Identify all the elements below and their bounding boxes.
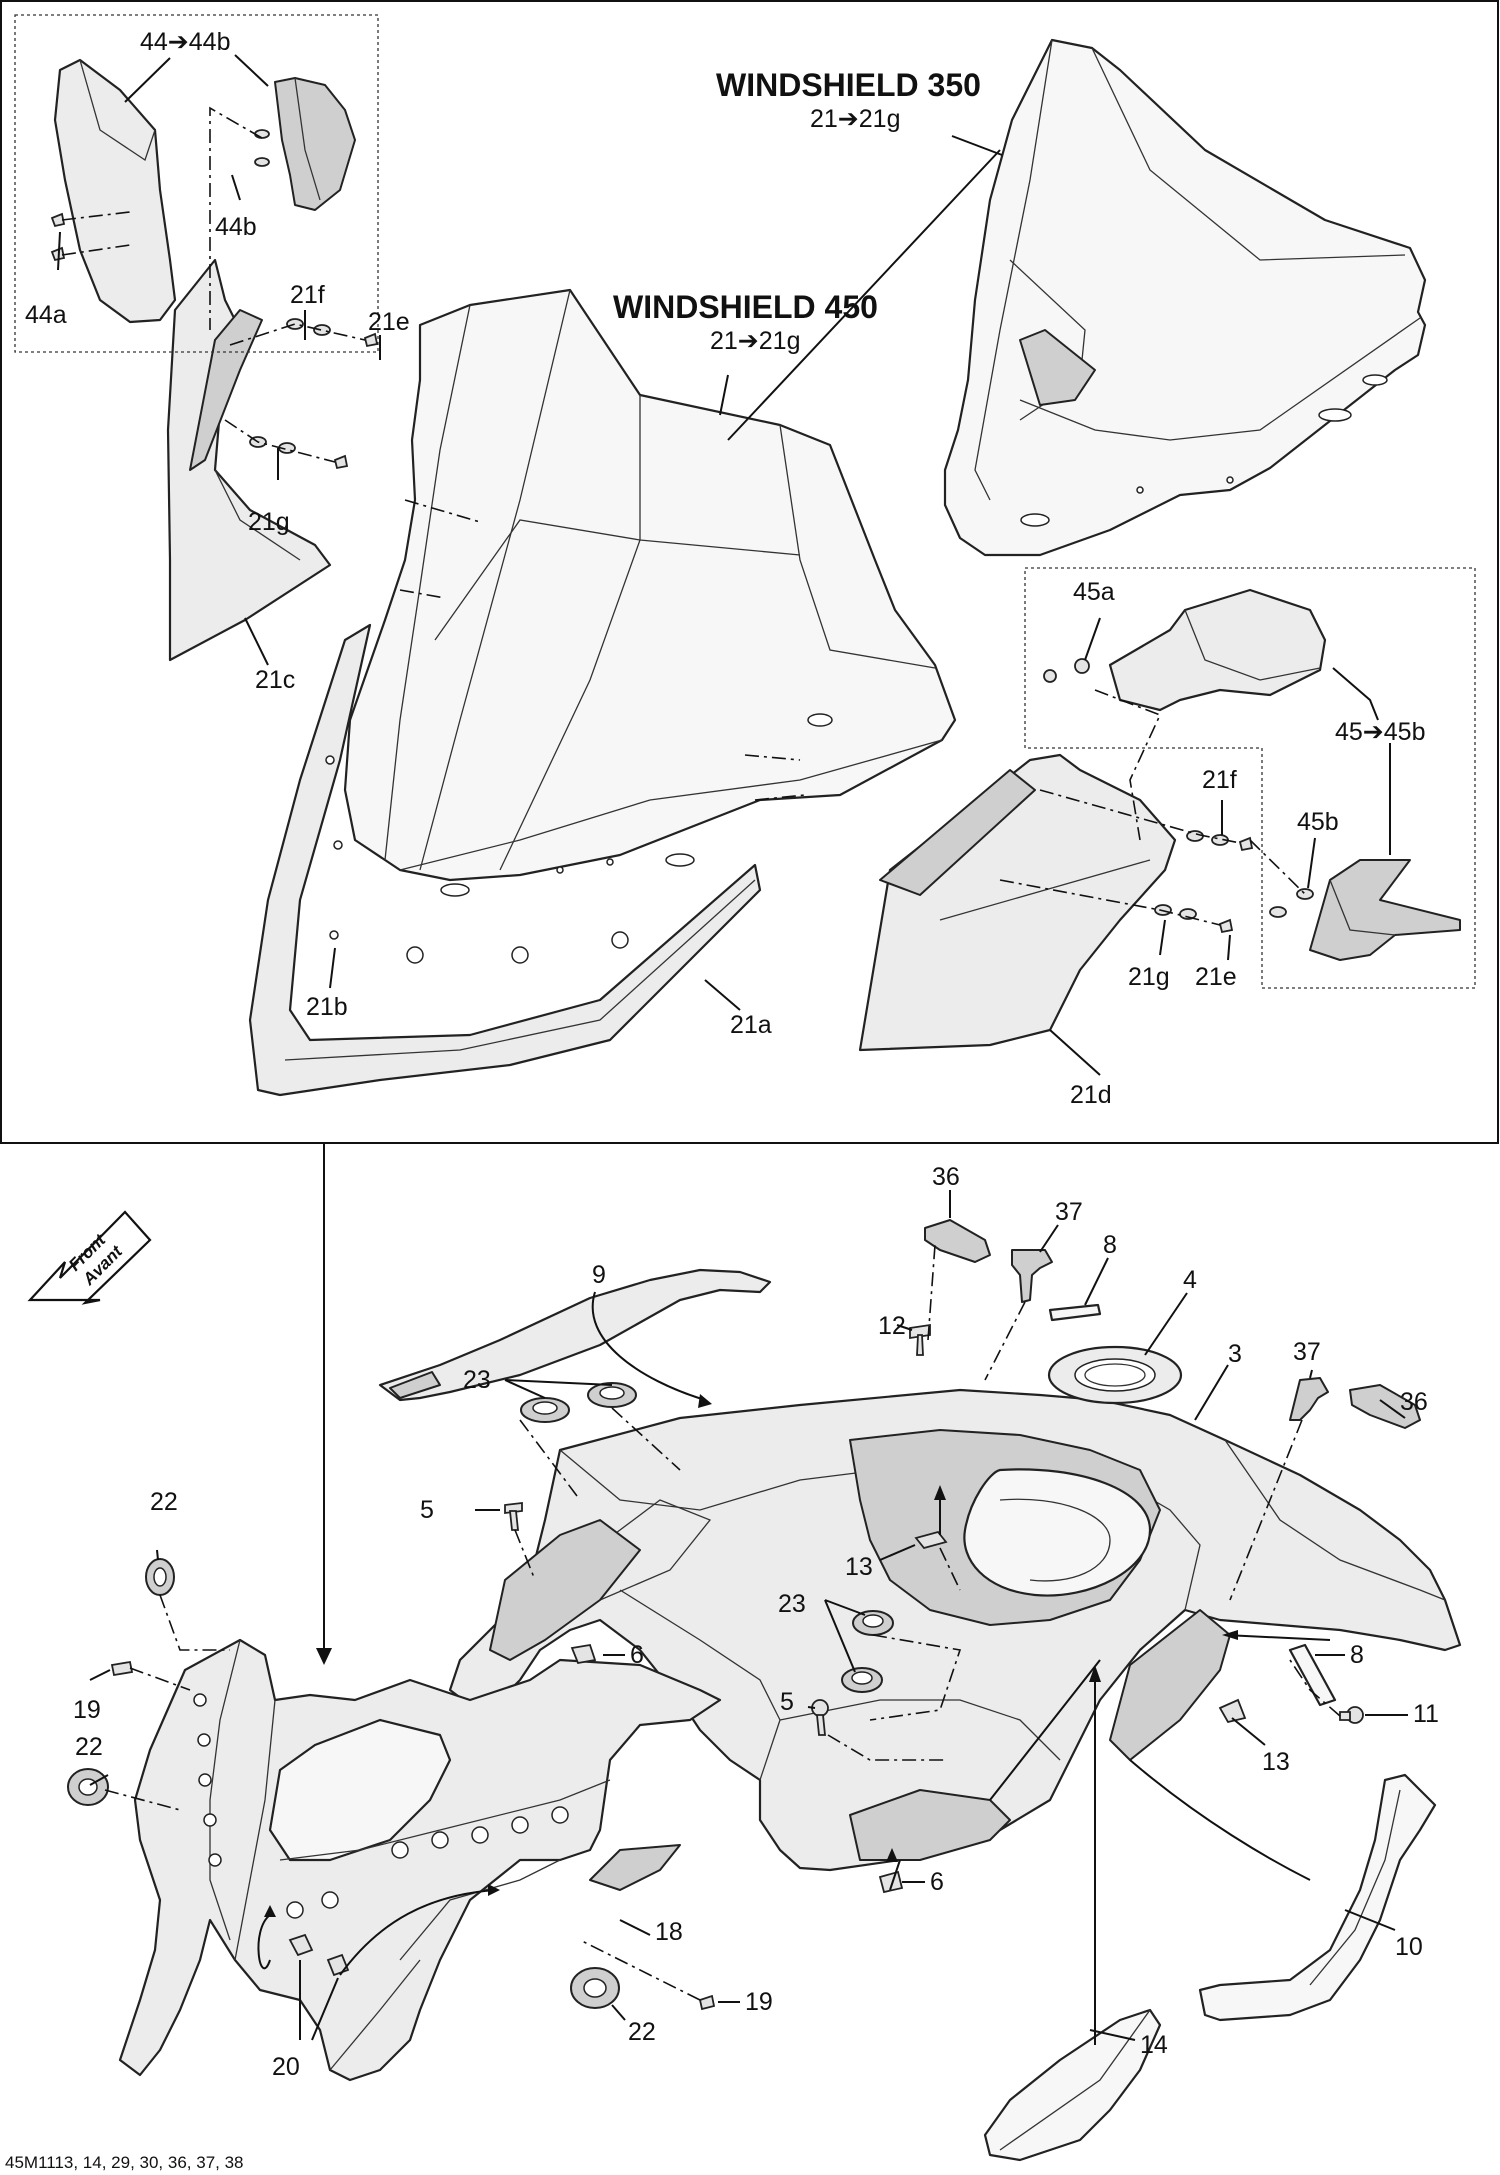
footer-reference: 45M1113, 14, 29, 30, 36, 37, 38	[5, 2153, 244, 2172]
part-21a-lower-deflector	[248, 623, 762, 1097]
callout-21f-right: 21f	[1202, 766, 1237, 794]
callout-45b: 45b	[1297, 808, 1339, 836]
callout-5-mid: 5	[780, 1688, 794, 1716]
callout-13-mid: 13	[845, 1553, 873, 1581]
box-45-mirror	[1024, 567, 1476, 989]
callout-23-top: 23	[463, 1366, 491, 1394]
callout-21g-right: 21g	[1128, 963, 1170, 991]
callout-23-mid: 23	[778, 1590, 806, 1618]
part-10-side-panel	[1198, 1773, 1437, 2022]
callout-4: 4	[1183, 1266, 1197, 1294]
callout-12: 12	[878, 1312, 906, 1340]
part-45b-mirror-bracket	[1309, 859, 1461, 961]
callout-45-45b: 45➔45b	[1335, 718, 1425, 746]
callout-21a: 21a	[730, 1011, 772, 1039]
callout-21d: 21d	[1070, 1081, 1112, 1109]
part-45-mirror-right	[1108, 588, 1327, 712]
connector-arrowhead	[316, 1648, 332, 1665]
callout-22-bottom: 22	[628, 2018, 656, 2046]
callout-21g-left: 21g	[248, 508, 290, 536]
callout-37-right: 37	[1293, 1338, 1321, 1366]
callout-19-left: 19	[73, 1696, 101, 1724]
callout-14: 14	[1140, 2031, 1168, 2059]
ws450-title: WINDSHIELD 450	[613, 289, 878, 325]
windshield-450	[343, 288, 957, 897]
callout-13-right: 13	[1262, 1748, 1290, 1776]
part-44b-mirror-bracket	[274, 77, 356, 211]
callout-37-top: 37	[1055, 1198, 1083, 1226]
callout-21b: 21b	[306, 993, 348, 1021]
part-3-console	[448, 1388, 1462, 1872]
leaders-upper	[57, 54, 1391, 1076]
callout-36-right: 36	[1400, 1388, 1428, 1416]
windshield-panel-frame	[0, 0, 1499, 1144]
part-21d-right-deflector	[858, 753, 1177, 1052]
callout-21e-left: 21e	[368, 308, 410, 336]
callout-21e-right: 21e	[1195, 963, 1237, 991]
ws350-title: WINDSHIELD 350	[716, 67, 981, 103]
hardware-45-21	[224, 318, 1314, 934]
callout-11: 11	[1413, 1700, 1439, 1728]
callout-20: 20	[272, 2053, 300, 2081]
part-21c-left-deflector	[166, 258, 332, 662]
callout-5-top: 5	[420, 1496, 434, 1524]
hardware-lower	[67, 1219, 1421, 2011]
callout-36-top: 36	[932, 1163, 960, 1191]
callout-19-bottom: 19	[745, 1988, 773, 2016]
part-18-front-fairing	[118, 1638, 722, 2082]
callout-10: 10	[1395, 1933, 1423, 1961]
windshield-350	[943, 38, 1427, 557]
front-direction-arrow: Front Avant	[27, 1210, 152, 1305]
callout-9: 9	[592, 1261, 606, 1289]
box-44-mirror	[14, 14, 379, 353]
callout-8-right: 8	[1350, 1641, 1364, 1669]
leaders-lower	[89, 1190, 1408, 2045]
callout-6-left: 6	[630, 1641, 644, 1669]
ws350-range: 21➔21g	[810, 105, 900, 133]
callout-22-mid: 22	[75, 1733, 103, 1761]
callout-44-44b: 44➔44b	[140, 28, 230, 56]
callout-45a: 45a	[1073, 578, 1115, 606]
callout-3: 3	[1228, 1340, 1242, 1368]
callout-22-top: 22	[150, 1488, 178, 1516]
part-44-mirror-left	[53, 58, 177, 324]
callout-21c: 21c	[255, 666, 295, 694]
callout-21f-left: 21f	[290, 281, 325, 309]
part-14-pad	[983, 2008, 1162, 2162]
callout-6-bottom: 6	[930, 1868, 944, 1896]
callout-44a: 44a	[25, 301, 67, 329]
ws450-range: 21➔21g	[710, 327, 800, 355]
callout-8-top: 8	[1103, 1231, 1117, 1259]
callout-18: 18	[655, 1918, 683, 1946]
part-9-trim	[378, 1268, 772, 1408]
callout-44b: 44b	[215, 213, 257, 241]
